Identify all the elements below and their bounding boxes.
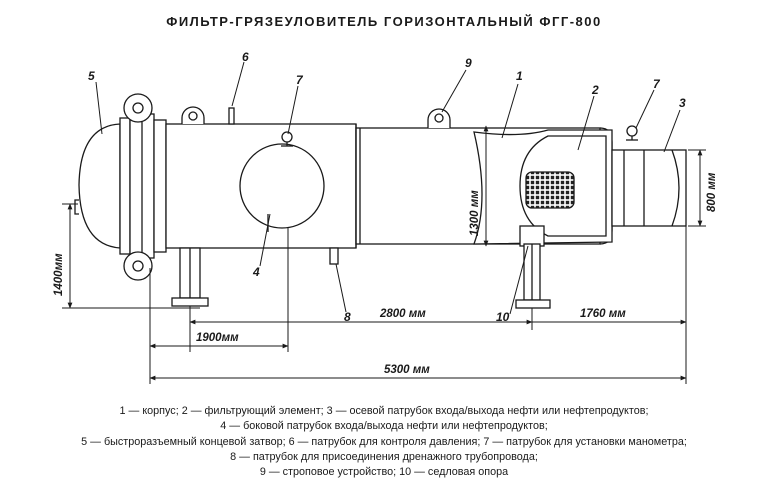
manometer-left xyxy=(281,131,293,143)
dim-1300: 1300 мм xyxy=(469,190,481,236)
leader-lines xyxy=(95,61,681,315)
legend-line: 1 — корпус; 2 — фильтрующий элемент; 3 —… xyxy=(119,405,649,417)
dim-5300: 5300 мм xyxy=(384,364,430,376)
callout-7-right: 7 xyxy=(653,77,661,91)
end-cap xyxy=(78,123,121,249)
closure-flange-outer xyxy=(119,117,131,255)
support-right-base xyxy=(515,299,551,309)
drain-nozzle xyxy=(329,247,339,265)
callout-2: 2 xyxy=(591,83,599,97)
dim-1760: 1760 мм xyxy=(580,308,626,320)
callout-3: 3 xyxy=(679,96,686,110)
dimension-lines xyxy=(62,125,706,384)
support-right-collar xyxy=(519,225,545,247)
callout-4: 4 xyxy=(252,265,260,279)
manometer-right xyxy=(626,125,638,137)
lifting-lug-left xyxy=(181,106,205,124)
filter-mesh xyxy=(525,171,575,209)
pressure-nozzle xyxy=(228,107,235,125)
callout-10: 10 xyxy=(496,310,510,324)
callout-8: 8 xyxy=(344,310,351,324)
side-nozzle xyxy=(239,143,325,229)
drawing-title: ФИЛЬТР-ГРЯЗЕУЛОВИТЕЛЬ ГОРИЗОНТАЛЬНЫЙ ФГГ… xyxy=(166,14,602,29)
closure-collar xyxy=(153,119,167,253)
callout-7-left: 7 xyxy=(296,73,304,87)
callout-1: 1 xyxy=(516,69,523,83)
dim-1900: 1900мм xyxy=(196,332,239,344)
legend: 1 — корпус; 2 — фильтрующий элемент; 3 —… xyxy=(0,404,768,480)
dim-800: 800 мм xyxy=(706,172,718,212)
legend-line: 8 — патрубок для присоединения дренажног… xyxy=(230,450,538,463)
callout-6: 6 xyxy=(242,50,249,64)
lifting-lug-right xyxy=(427,108,451,128)
callout-9: 9 xyxy=(465,56,472,70)
closure-wheel-bottom xyxy=(123,251,153,281)
dim-2800: 2800 мм xyxy=(379,308,426,320)
small-tab xyxy=(74,199,79,215)
support-left-base xyxy=(171,297,209,307)
vessel-drawing xyxy=(74,93,687,309)
dim-1400: 1400мм xyxy=(53,253,65,296)
closure-wheel-top xyxy=(123,93,153,123)
legend-line: 4 — боковой патрубок входа/выхода нефти … xyxy=(220,420,548,433)
legend-line: 9 — строповое устройство; 10 — седловая … xyxy=(259,466,509,479)
legend-line: 5 — быстроразъемный концевой затвор; 6 —… xyxy=(81,435,687,448)
callout-5: 5 xyxy=(88,69,95,83)
